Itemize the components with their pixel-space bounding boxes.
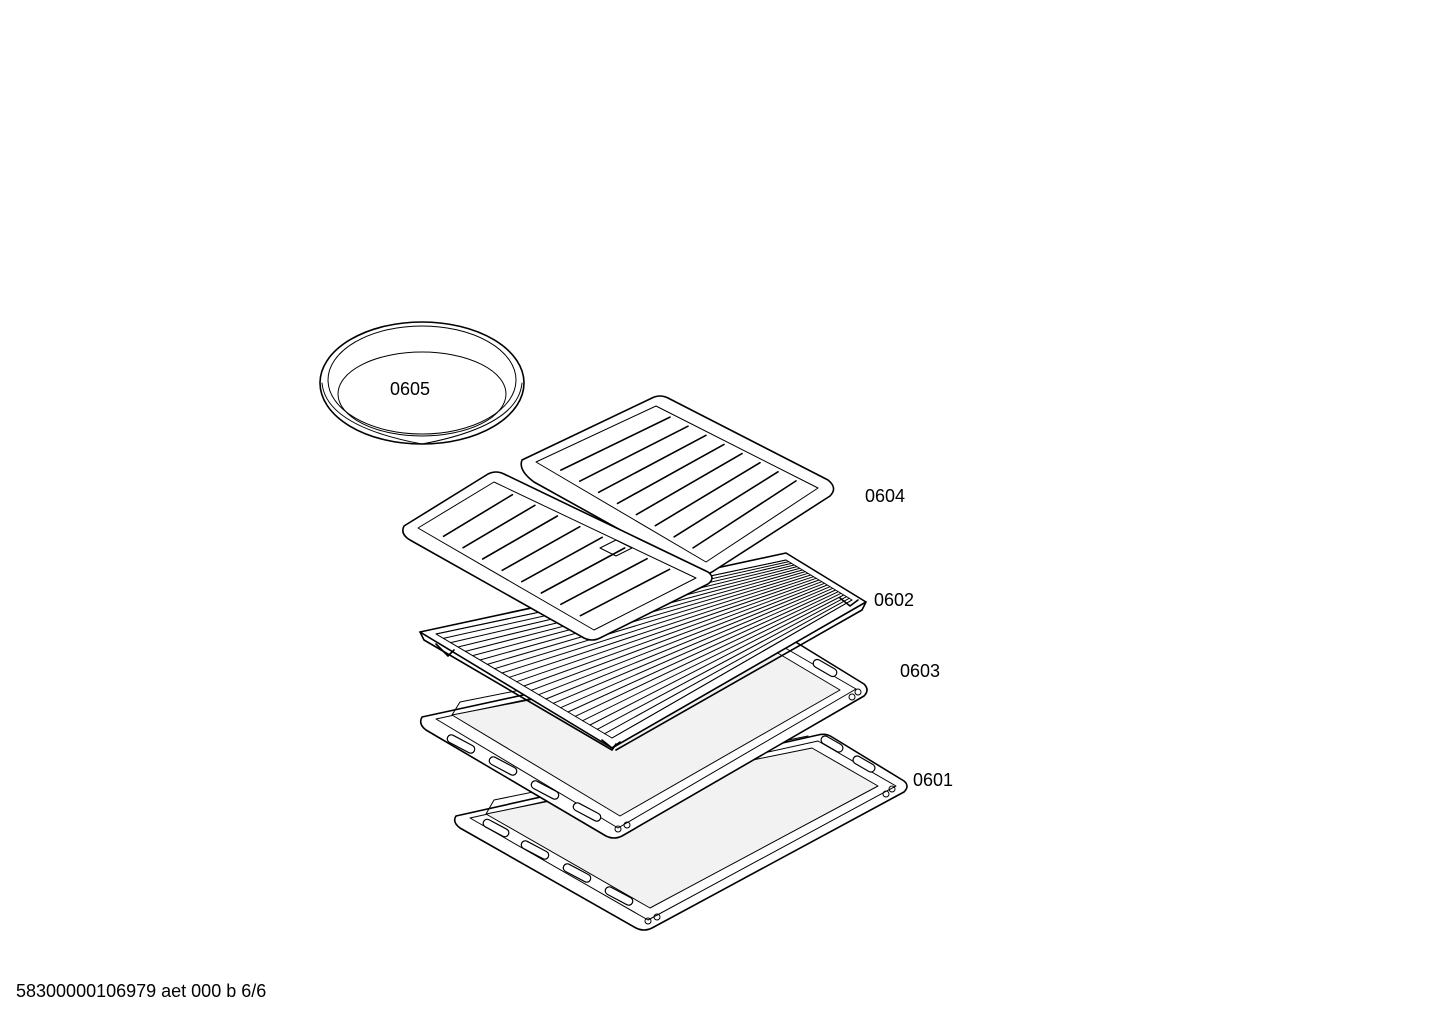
label-0603: 0603 (900, 661, 941, 681)
drawing-reference-footer: 58300000106979 aet 000 b 6/6 (16, 981, 267, 1001)
grill-rib (540, 547, 626, 594)
part-0601-deep-tray (453, 733, 908, 931)
part-0602-wire-rack (419, 552, 867, 751)
grill-rib (462, 504, 536, 549)
rack-bar (538, 582, 825, 696)
grill-rib (597, 434, 707, 494)
part-0605-round-pan (319, 321, 525, 445)
grill-rib (579, 568, 671, 617)
tray-0603-slots (446, 658, 838, 822)
grill-rib (442, 493, 514, 538)
rack-bar (552, 586, 831, 704)
rack-bar (486, 571, 806, 665)
rack-bar (567, 589, 836, 713)
rack-bar (604, 597, 850, 735)
grill-rib (560, 416, 671, 471)
rack-bar (582, 592, 842, 722)
rack-bar (530, 581, 823, 691)
label-0602: 0602 (874, 590, 915, 610)
rack-bar (516, 577, 817, 683)
rack-bar (523, 579, 820, 687)
grill-rib (654, 461, 761, 527)
grill-rib (501, 525, 581, 572)
rack-bar (501, 574, 812, 674)
tray-0601-slots (482, 735, 876, 906)
grill-rib (673, 470, 779, 538)
rack-bar (574, 591, 839, 717)
grill-rib (635, 452, 743, 516)
rack-bar (560, 587, 834, 709)
rack-bar (508, 576, 814, 678)
rack-bar (596, 596, 847, 730)
label-0605: 0605 (390, 379, 431, 399)
grill-rib (616, 443, 725, 505)
label-0604: 0604 (865, 486, 906, 506)
grill-rib (578, 425, 689, 483)
grill-rib (692, 480, 797, 549)
grill-ribs (442, 416, 797, 617)
grill-rib (520, 536, 604, 583)
rack-bars (435, 559, 853, 739)
rack-bar (589, 594, 845, 726)
part-0604-grill-insert (402, 395, 835, 641)
rack-bar (545, 584, 828, 700)
rack-bar (494, 572, 809, 670)
grill-rib (481, 515, 559, 560)
rack-bar (611, 599, 853, 739)
label-0601: 0601 (913, 770, 954, 790)
grill-rib (560, 557, 648, 606)
part-0603-flat-tray (419, 637, 868, 839)
